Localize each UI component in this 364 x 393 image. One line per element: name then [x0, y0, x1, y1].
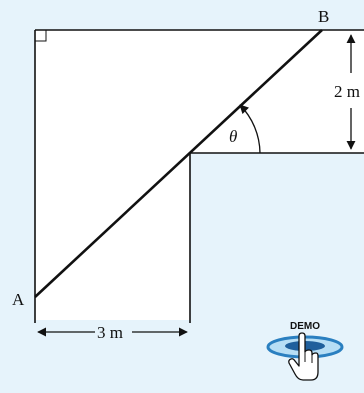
- right-angle-marker: [35, 30, 47, 42]
- point-b-label: B: [318, 7, 329, 26]
- point-a-label: A: [12, 290, 25, 309]
- rod-ab: [34, 29, 323, 298]
- dim-horizontal-label: 3 m: [97, 323, 123, 342]
- demo-label[interactable]: DEMO: [290, 321, 320, 332]
- demo-button[interactable]: DEMO: [266, 321, 344, 381]
- angle-arc: [239, 104, 261, 154]
- dim-vertical-label: 2 m: [334, 82, 360, 101]
- angle-label: θ: [229, 127, 237, 146]
- hand-pointer-icon[interactable]: [288, 332, 319, 381]
- corridor-region: [35, 30, 364, 320]
